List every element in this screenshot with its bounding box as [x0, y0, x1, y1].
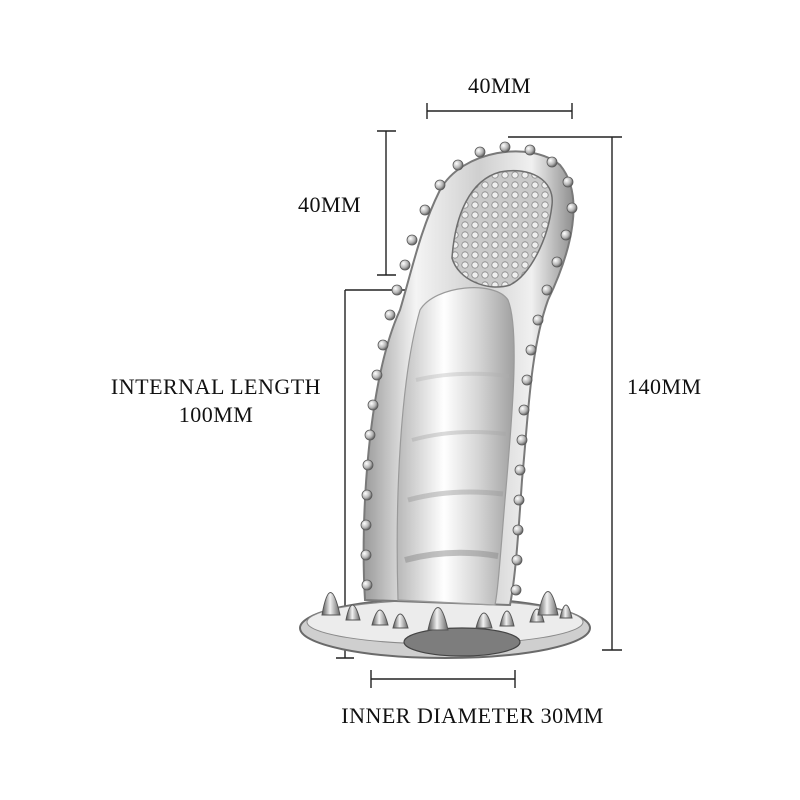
base-spikes — [321, 591, 573, 631]
internal-length-title: INTERNAL LENGTH — [110, 374, 322, 399]
internal-length-value: 100MM — [178, 402, 254, 427]
inner-diameter-label: INNER DIAMETER 30MM — [341, 703, 604, 728]
total-length-label: 140MM — [627, 374, 702, 399]
top-width-label: 40MM — [467, 73, 532, 98]
internal-length-label: INTERNAL LENGTH 100MM — [98, 373, 334, 429]
dimension-lines — [336, 103, 622, 688]
tip-length-label: 40MM — [298, 192, 362, 217]
nub-row — [360, 141, 578, 596]
sleeve-illustration — [299, 141, 591, 659]
